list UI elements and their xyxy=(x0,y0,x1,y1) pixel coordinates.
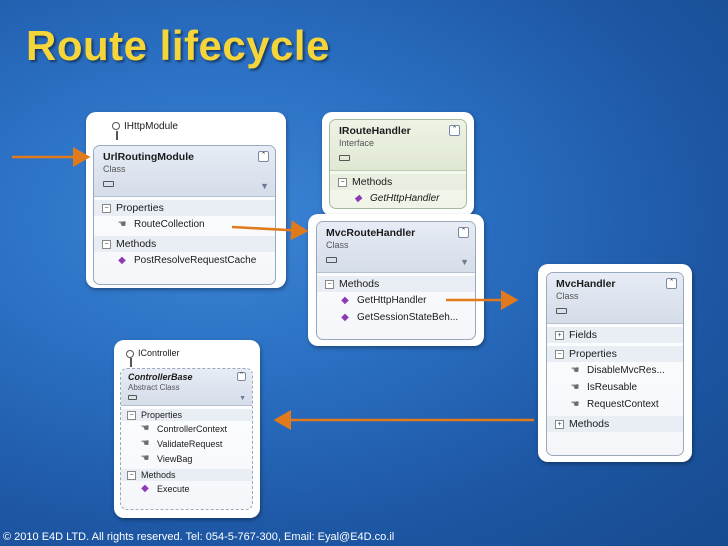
filter-icon[interactable]: ▼ xyxy=(260,181,269,191)
class-header: MvcRouteHandler Class ⌃ ▼ xyxy=(317,222,475,273)
expand-toggle-icon[interactable]: + xyxy=(555,419,564,429)
property-item[interactable]: ☚RouteCollection xyxy=(117,219,205,230)
property-icon: ☚ xyxy=(570,399,580,410)
class-header: UrlRoutingModule Class ⌃ ▼ xyxy=(94,146,275,197)
route-collection-arrow xyxy=(231,220,309,241)
properties-section-header[interactable]: −Properties xyxy=(547,346,683,362)
method-icon: ◆ xyxy=(354,193,362,204)
property-item[interactable]: ☚ControllerContext xyxy=(140,423,228,434)
property-icon: ☚ xyxy=(140,423,150,434)
method-item[interactable]: ◆GetSessionStateBeh... xyxy=(317,309,475,326)
class-kind-icon xyxy=(556,308,567,314)
filter-icon[interactable]: ▼ xyxy=(239,395,246,402)
method-item[interactable]: ◆Execute xyxy=(121,481,252,496)
property-icon: ☚ xyxy=(570,365,580,376)
class-kind: Class xyxy=(556,291,579,301)
property-icon: ☚ xyxy=(570,382,580,393)
property-item[interactable]: ☚DisableMvcRes... xyxy=(570,365,665,376)
interface-name: IHttpModule xyxy=(124,121,178,132)
properties-section: −Properties ☚RouteCollection xyxy=(94,200,275,233)
iroute-handler-panel: IRouteHandler Interface ⌃ −Methods ◆GetH… xyxy=(322,112,474,216)
property-item[interactable]: ☚ValidateRequest xyxy=(140,438,223,449)
collapse-toggle-icon[interactable]: − xyxy=(102,239,111,249)
class-name: ControllerBase xyxy=(128,372,193,382)
methods-section: +Methods xyxy=(547,416,683,432)
methods-section: −Methods ◆PostResolveRequestCache xyxy=(94,236,275,269)
class-header: MvcHandler Class ⌃ xyxy=(547,273,683,324)
methods-section: −Methods ◆Execute xyxy=(121,469,252,496)
class-kind: Abstract Class xyxy=(128,383,180,392)
slide-title: Route lifecycle xyxy=(26,22,330,69)
collapse-toggle-icon[interactable]: − xyxy=(555,349,564,359)
collapse-toggle-icon[interactable]: − xyxy=(102,203,111,213)
mvc-route-handler-panel: MvcRouteHandler Class ⌃ ▼ −Methods ◆GetH… xyxy=(308,214,484,346)
property-item[interactable]: ☚IsReusable xyxy=(570,382,638,393)
method-icon: ◆ xyxy=(341,312,349,323)
url-routing-module-panel: IHttpModule UrlRoutingModule Class ⌃ ▼ −… xyxy=(86,112,286,288)
class-kind-icon xyxy=(103,181,114,187)
methods-section: −Methods ◆GetHttpHandler ◆GetSessionStat… xyxy=(317,276,475,326)
class-name: MvcRouteHandler xyxy=(326,227,416,239)
fields-section-header[interactable]: +Fields xyxy=(547,327,683,343)
icontroller-interface-lollipop: IController xyxy=(126,348,180,367)
methods-section-header[interactable]: +Methods xyxy=(547,416,683,432)
method-item[interactable]: ◆GetHttpHandler xyxy=(317,292,475,309)
collapse-toggle-icon[interactable]: − xyxy=(325,279,334,289)
collapse-chevron-icon[interactable]: ⌃ xyxy=(666,278,677,289)
mvc-route-handler-class[interactable]: MvcRouteHandler Class ⌃ ▼ −Methods ◆GetH… xyxy=(316,221,476,340)
iroute-handler-interface[interactable]: IRouteHandler Interface ⌃ −Methods ◆GetH… xyxy=(329,119,467,209)
methods-section-header[interactable]: −Methods xyxy=(121,469,252,481)
class-name: UrlRoutingModule xyxy=(103,151,194,163)
mvc-handler-class[interactable]: MvcHandler Class ⌃ +Fields −Properties ☚… xyxy=(546,272,684,456)
properties-section: −Properties ☚ControllerContext ☚Validate… xyxy=(121,409,252,466)
class-name: MvcHandler xyxy=(556,278,616,290)
property-item[interactable]: ☚ViewBag xyxy=(140,453,193,464)
interface-ring-icon xyxy=(126,349,134,358)
collapse-chevron-icon[interactable]: ⌃ xyxy=(237,372,246,381)
method-item[interactable]: ◆PostResolveRequestCache xyxy=(94,252,275,269)
collapse-chevron-icon[interactable]: ⌃ xyxy=(458,227,469,238)
controller-base-panel: IController ControllerBase Abstract Clas… xyxy=(114,340,260,518)
class-kind: Class xyxy=(103,164,126,174)
collapse-toggle-icon[interactable]: − xyxy=(127,410,136,420)
methods-section-header[interactable]: −Methods xyxy=(317,276,475,292)
filter-icon[interactable]: ▼ xyxy=(460,257,469,267)
interface-kind-icon xyxy=(339,155,350,161)
class-kind: Interface xyxy=(339,138,375,148)
footer-copyright: © 2010 E4D LTD. All rights reserved. Tel… xyxy=(3,531,395,543)
class-kind: Class xyxy=(326,240,349,250)
url-routing-module-class[interactable]: UrlRoutingModule Class ⌃ ▼ −Properties ☚… xyxy=(93,145,276,285)
collapse-toggle-icon[interactable]: − xyxy=(127,470,136,480)
expand-toggle-icon[interactable]: + xyxy=(555,330,564,340)
property-icon: ☚ xyxy=(117,219,127,230)
class-name: IRouteHandler xyxy=(339,125,411,137)
methods-section: −Methods ◆GetHttpHandler xyxy=(330,174,466,207)
method-icon: ◆ xyxy=(341,295,349,306)
class-kind-icon xyxy=(326,257,337,263)
controller-base-class[interactable]: ControllerBase Abstract Class ⌃ ▼ −Prope… xyxy=(120,368,253,510)
properties-section-header[interactable]: −Properties xyxy=(94,200,275,216)
properties-section-header[interactable]: −Properties xyxy=(121,409,252,421)
property-icon: ☚ xyxy=(140,453,150,464)
methods-section-header[interactable]: −Methods xyxy=(330,174,466,190)
collapse-chevron-icon[interactable]: ⌃ xyxy=(449,125,460,136)
interface-name: IController xyxy=(138,348,180,358)
method-item[interactable]: ◆GetHttpHandler xyxy=(330,190,466,207)
interface-ring-icon xyxy=(112,122,120,131)
mvc-handler-panel: MvcHandler Class ⌃ +Fields −Properties ☚… xyxy=(538,264,692,462)
method-icon: ◆ xyxy=(141,483,149,494)
property-icon: ☚ xyxy=(140,438,150,449)
properties-section: −Properties ☚DisableMvcRes... ☚IsReusabl… xyxy=(547,346,683,413)
collapse-toggle-icon[interactable]: − xyxy=(338,177,347,187)
methods-section-header[interactable]: −Methods xyxy=(94,236,275,252)
class-header: ControllerBase Abstract Class ⌃ ▼ xyxy=(121,369,252,406)
class-kind-icon xyxy=(128,395,137,400)
method-icon: ◆ xyxy=(118,255,126,266)
ihttpmodule-interface-lollipop: IHttpModule xyxy=(112,121,178,140)
collapse-chevron-icon[interactable]: ⌃ xyxy=(258,151,269,162)
fields-section: +Fields xyxy=(547,327,683,343)
class-header: IRouteHandler Interface ⌃ xyxy=(330,120,466,171)
property-item[interactable]: ☚RequestContext xyxy=(570,399,659,410)
